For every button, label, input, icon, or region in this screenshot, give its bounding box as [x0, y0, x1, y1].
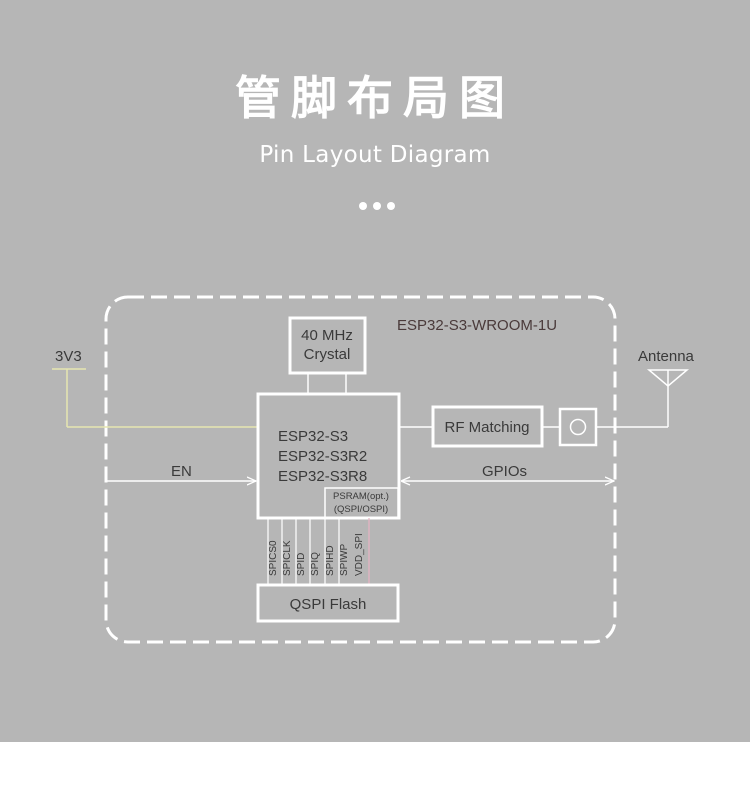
chip-label-line2: ESP32-S3R2 — [278, 448, 367, 465]
enable-label: EN — [171, 463, 192, 480]
page-subtitle: Pin Layout Diagram — [259, 142, 491, 168]
spi-pin-label: SPIHD — [325, 545, 336, 576]
spi-pin-label: VDD_SPI — [354, 533, 365, 576]
spi-pin-label: SPID — [296, 553, 307, 576]
connector-icon — [569, 418, 587, 436]
module-name-label: ESP32-S3-WROOM-1U — [397, 317, 557, 334]
crystal-block — [288, 316, 367, 375]
spi-pin-label: SPIQ — [310, 552, 321, 576]
page-title: 管脚布局图 — [235, 71, 515, 125]
psram-label-line1: PSRAM(opt.) — [333, 491, 389, 502]
spi-pin-label: SPIWP — [339, 543, 350, 576]
crystal-label-line1: 40 MHz — [301, 327, 353, 344]
antenna-icon — [646, 369, 690, 387]
rf-matching-label: RF Matching — [444, 419, 529, 436]
antenna-connector — [558, 407, 598, 447]
flash-block — [256, 583, 400, 623]
chip-label-line3: ESP32-S3R8 — [278, 468, 367, 485]
chip-label-line1: ESP32-S3 — [278, 428, 348, 445]
background-panel — [0, 0, 750, 742]
gpio-label: GPIOs — [482, 463, 527, 480]
module-outline — [104, 295, 617, 644]
spi-pin-label: SPICLK — [282, 540, 293, 576]
psram-label-line2: (QSPI/OSPI) — [334, 504, 388, 515]
psram-block — [324, 487, 399, 519]
flash-label: QSPI Flash — [290, 596, 367, 613]
power-label: 3V3 — [55, 348, 82, 365]
crystal-label-line2: Crystal — [304, 346, 351, 363]
spi-pin-label: SPICS0 — [268, 540, 279, 576]
divider-dots — [359, 202, 395, 210]
antenna-label: Antenna — [638, 348, 695, 365]
